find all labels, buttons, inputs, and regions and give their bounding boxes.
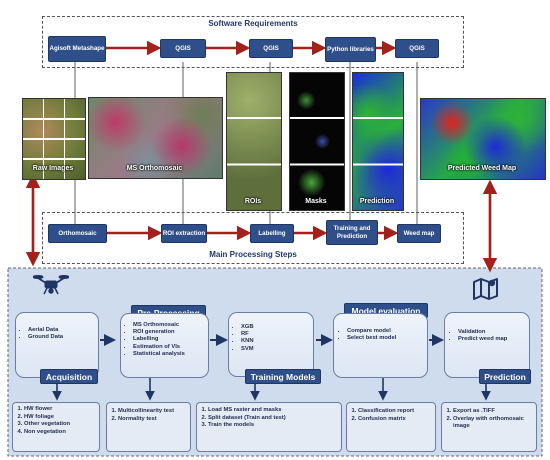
preprocessing-detail: Normality test bbox=[118, 416, 188, 424]
training-detail: Train the models bbox=[208, 422, 339, 430]
preprocessing-bullet: Labelling bbox=[133, 336, 208, 343]
acquisition-details: HW flower HW foliage Other vegetation No… bbox=[12, 402, 100, 452]
predicted-weed-map-label: Predicted Weed Map bbox=[447, 165, 517, 172]
acquisition-bullet: Aerial Data bbox=[28, 327, 98, 334]
training-detail: Split dataset (Train and test) bbox=[208, 415, 339, 423]
evaluation-box: Compare model Select best model bbox=[333, 313, 428, 378]
ms-orthomosaic-label: MS Orthomosaic bbox=[126, 165, 183, 172]
software-qgis-1: QGIS bbox=[160, 39, 206, 58]
prediction-bullet: Validation bbox=[458, 329, 529, 336]
acquisition-bullet: Ground Data bbox=[28, 334, 98, 341]
map-icon bbox=[473, 278, 498, 300]
evaluation-detail: Classification report bbox=[358, 408, 433, 416]
software-requirements-title: Software Requirements bbox=[208, 19, 298, 28]
evaluation-details: Classification report Confusion matrix bbox=[346, 402, 436, 452]
software-qgis-2: QGIS bbox=[249, 39, 293, 58]
acquisition-detail: Non vegetation bbox=[24, 429, 97, 437]
step-training-prediction: Training and Prediction bbox=[326, 220, 378, 245]
training-bullet: KNN bbox=[241, 338, 313, 345]
rois-label: ROIs bbox=[244, 198, 262, 205]
evaluation-detail: Confusion matrix bbox=[358, 416, 433, 424]
acquisition-list: Aerial Data Ground Data bbox=[19, 327, 98, 341]
software-agisoft: Agisoft Metashape bbox=[48, 36, 106, 62]
software-python: Python libraries bbox=[325, 37, 376, 62]
evaluation-bullet: Select best model bbox=[347, 335, 427, 342]
prediction-image bbox=[352, 72, 404, 211]
acquisition-title: Acquisition bbox=[40, 369, 98, 384]
training-details: Load MS raster and masks Split dataset (… bbox=[196, 402, 342, 452]
bottom-panel-border bbox=[7, 267, 543, 457]
acquisition-detail: HW foliage bbox=[24, 414, 97, 422]
main-steps-box bbox=[42, 212, 464, 264]
software-requirements-box bbox=[42, 16, 464, 68]
raw-images-grid bbox=[22, 98, 86, 180]
prediction-detail: Export as .TIFF bbox=[453, 408, 534, 416]
evaluation-bullet: Compare model bbox=[347, 328, 427, 335]
drone-icon bbox=[33, 275, 69, 295]
step-orthomosaic: Orthomosaic bbox=[48, 224, 107, 243]
down-arrows bbox=[52, 377, 491, 401]
evaluation-list: Compare model Select best model bbox=[338, 328, 427, 342]
preprocessing-bullet: MS Orthomosaic bbox=[133, 322, 208, 329]
acquisition-detail: HW flower bbox=[24, 406, 97, 414]
preprocessing-bullet: Statistical analysis bbox=[133, 351, 208, 358]
training-detail: Load MS raster and masks bbox=[208, 407, 339, 415]
predicted-weed-map-image bbox=[420, 98, 546, 180]
preprocessing-bullet: ROI generation bbox=[133, 329, 208, 336]
prediction-detail: Overlay with orthomosaic image bbox=[453, 416, 534, 431]
training-bullet: SVM bbox=[241, 346, 313, 353]
prediction-details: Export as .TIFF Overlay with orthomosaic… bbox=[441, 402, 537, 452]
prediction-title: Prediction bbox=[479, 369, 531, 384]
rois-image bbox=[226, 72, 282, 211]
training-box: XGB RF KNN SVM bbox=[228, 312, 314, 377]
ms-orthomosaic-image bbox=[88, 97, 223, 179]
step-labelling: Labelling bbox=[250, 224, 294, 243]
training-title: Training Models bbox=[245, 369, 321, 384]
preprocessing-box: MS Orthomosaic ROI generation Labelling … bbox=[120, 313, 209, 378]
preprocessing-detail: Multicollinearity test bbox=[118, 408, 188, 416]
software-qgis-3: QGIS bbox=[395, 39, 439, 58]
preprocessing-list: MS Orthomosaic ROI generation Labelling … bbox=[124, 322, 208, 358]
masks-label: Masks bbox=[305, 198, 327, 205]
preprocessing-details: Multicollinearity test Normality test bbox=[106, 402, 191, 452]
training-bullet: RF bbox=[241, 331, 313, 338]
main-steps-title: Main Processing Steps bbox=[209, 250, 297, 259]
training-bullet: XGB bbox=[241, 324, 313, 331]
prediction-bullet: Predict weed map bbox=[458, 336, 529, 343]
masks-image bbox=[289, 72, 345, 211]
prediction-list: Validation Predict weed map bbox=[449, 329, 529, 343]
step-roi-extraction: ROI extraction bbox=[161, 224, 207, 243]
step-weed-map: Weed map bbox=[397, 224, 441, 243]
link-arrows bbox=[25, 173, 498, 273]
raw-images-label: Raw Images bbox=[32, 165, 74, 172]
acquisition-detail: Other vegetation bbox=[24, 421, 97, 429]
preprocessing-bullet: Estimation of VIs bbox=[133, 344, 208, 351]
prediction-box: Validation Predict weed map bbox=[444, 312, 530, 378]
training-list: XGB RF KNN SVM bbox=[232, 324, 313, 353]
acquisition-box: Aerial Data Ground Data bbox=[15, 312, 99, 378]
prediction-label: Prediction bbox=[359, 198, 395, 205]
